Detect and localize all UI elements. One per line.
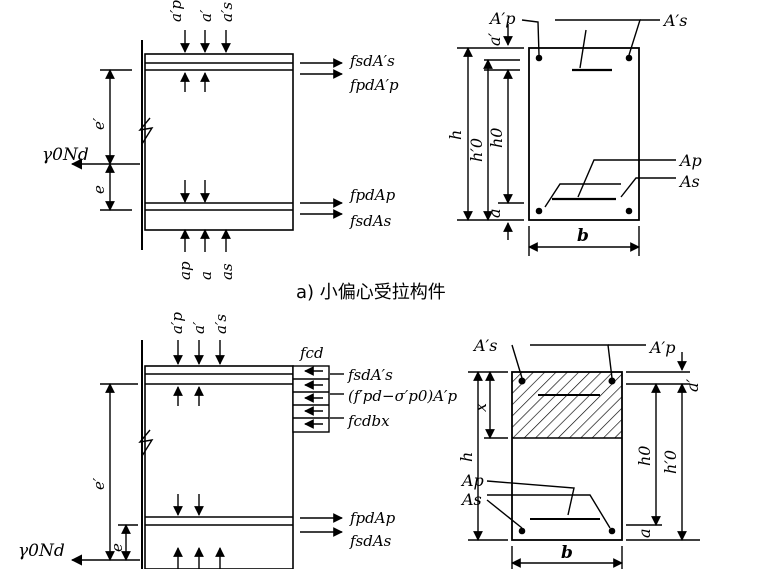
b-force-fpd-ap: fpdAp [349,509,396,527]
b-label-top-as-prime: a′s [212,314,230,334]
force-fsd-as-prime: fsdA′s [349,52,395,70]
cs-label-as-prime: A′s [662,11,687,30]
b-force-prestress: (f′pd−σ′p0)A′p [348,387,457,405]
b-cs-label-ap-prime: A′p [648,338,675,357]
cs-dim-h0: h0 [487,128,506,148]
panel-b-elevation-labels: a′p a′ a′s fcd fsdA′s (f′pd−σ′p0)A′p fcd… [18,312,457,561]
b-dim-e-prime: e′ [90,477,108,490]
b-cs-dim-h: h [457,452,476,462]
dim-e: e [90,185,108,194]
b-cs-dim-h0-prime: h′0 [661,450,680,474]
compression-zone [512,372,622,438]
cs-dim-a-prime: a′ [485,32,504,46]
b-cs-label-as: As [460,490,482,509]
b-cs-label-as-prime: A′s [472,336,497,355]
cs-dim-h0-prime: h′0 [467,138,486,162]
b-label-top-a-prime: a′ [190,321,208,334]
b-cs-dim-a-prime: a′ [683,378,702,392]
b-cs-label-ap: Ap [460,471,484,490]
b-force-fsd-as: fsdAs [349,532,392,550]
caption-a: a) 小偏心受拉构件 [296,282,446,303]
b-label-fcd: fcd [299,344,324,362]
section-outline-b [511,371,623,541]
b-cs-dim-b: b [561,543,573,563]
load-gamma-nd: γ0Nd [42,145,89,165]
concrete-stress-block [292,365,330,433]
force-fpd-ap-prime: fpdA′p [349,76,399,94]
panel-b-elevation [70,340,344,569]
panel-a-cross-section [457,19,676,256]
b-label-top-ap-prime: a′p [168,312,186,334]
force-fsd-as: fsdAs [349,212,392,230]
b-force-fsd-as-prime: fsdA′s [347,366,393,384]
label-bottom-ap: ap [176,261,194,280]
force-fpd-ap: fpdAp [349,186,396,204]
cs-dim-h: h [446,130,465,140]
panel-a-elevation [70,30,343,252]
dim-e-prime: e′ [90,117,108,130]
member-body [144,53,294,231]
b-cs-dim-h0: h0 [635,446,654,466]
cs-dim-b: b [577,226,589,246]
b-cs-dim-x: x [471,403,490,412]
cs-label-as: As [678,172,700,191]
b-dim-e: e [108,543,126,552]
label-bottom-as: as [218,263,236,280]
cs-dim-a: a [485,208,504,218]
b-load-gamma-nd: γ0Nd [18,541,65,561]
break-mark-b [138,429,154,457]
cs-label-ap: Ap [678,151,702,170]
break-mark [138,117,154,145]
member-body-b [144,365,294,569]
section-outline [528,47,640,221]
label-top-ap-prime: a′p [167,0,185,22]
b-cs-dim-a: a [635,528,654,538]
b-force-fcd-bx: fcdbx [347,412,390,430]
panel-b-cross-section [468,344,700,569]
panel-b-cross-section-labels: A′s A′p a′ x h h0 h′0 Ap As a b [457,336,702,563]
panel-a-elevation-labels: a′p a′ a′s ap a as fsdA′s fpdA′p fpdAp f… [42,0,399,280]
panel-a-cross-section-labels: A′p A′s a′ h h′0 h0 a Ap As b [446,9,702,246]
cs-label-ap-prime: A′p [488,9,515,28]
label-bottom-a: a [197,271,215,280]
label-top-as-prime: a′s [218,2,236,22]
label-top-a-prime: a′ [197,9,215,22]
